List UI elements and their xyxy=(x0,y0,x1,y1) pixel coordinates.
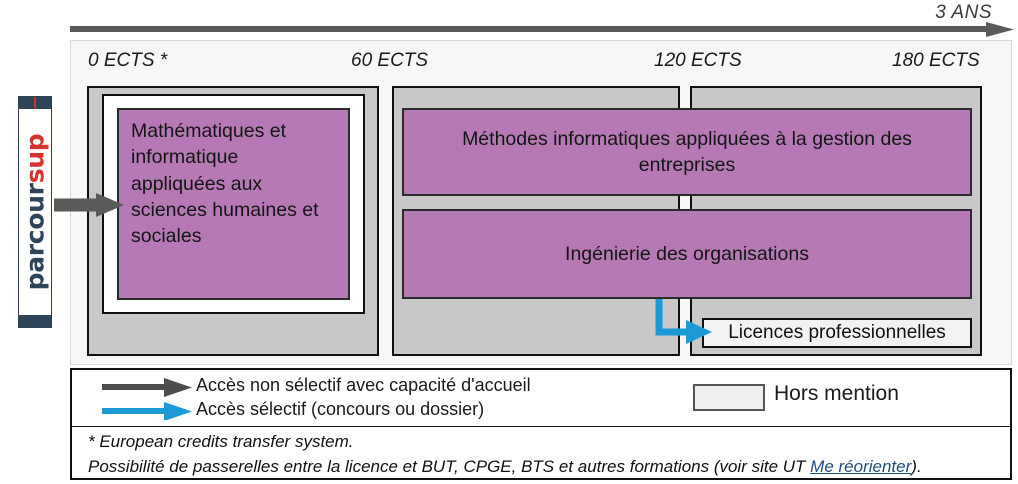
ects-scale: 0 ECTS * 60 ECTS 120 ECTS 180 ECTS xyxy=(70,50,1012,80)
parcoursup-tick-top xyxy=(34,97,36,109)
legend-divider xyxy=(72,426,1010,427)
footnote-line-1: * European credits transfer system. xyxy=(88,432,354,451)
parcoursup-wordmark-part1: parcour xyxy=(20,183,50,291)
footnote: * European credits transfer system. Poss… xyxy=(88,430,922,479)
legend-label-non-selective: Accès non sélectif avec capacité d'accue… xyxy=(196,375,531,395)
parcoursup-wordmark-part2: sup xyxy=(20,133,50,184)
parcoursup-band-bottom xyxy=(19,315,51,327)
footnote-line-2-after: ). xyxy=(911,456,922,476)
program-box-year1[interactable]: Mathématiques et informatique appliquées… xyxy=(117,108,350,300)
timeline-arrow-icon xyxy=(70,22,1014,37)
legend-label-hors-mention: Hors mention xyxy=(774,382,899,405)
ects-mark-120: 120 ECTS xyxy=(654,50,742,71)
program-box-ingenierie[interactable]: Ingénierie des organisations xyxy=(402,209,972,299)
ects-mark-0: 0 ECTS * xyxy=(88,50,168,71)
footnote-line-2-before: Possibilité de passerelles entre la lice… xyxy=(88,456,811,476)
timeline-duration-label: 3 ANS xyxy=(935,2,992,23)
footnote-line-2: Possibilité de passerelles entre la lice… xyxy=(88,455,922,480)
program-box-miage[interactable]: Méthodes informatiques appliquées à la g… xyxy=(402,108,972,196)
program-box-licence-pro[interactable]: Licences professionnelles xyxy=(702,318,972,348)
legend-panel: Accès non sélectif avec capacité d'accue… xyxy=(70,368,1012,480)
legend-swatch-hors-mention xyxy=(693,384,765,411)
legend-label-selective: Accès sélectif (concours ou dossier) xyxy=(196,399,485,419)
ects-mark-60: 60 ECTS xyxy=(351,50,429,71)
parcoursup-logo[interactable]: parcoursup xyxy=(18,96,52,328)
ects-mark-180: 180 ECTS xyxy=(892,50,980,71)
legend-gray-arrow-icon xyxy=(102,378,192,420)
parcoursup-wordmark: parcoursup xyxy=(21,134,50,291)
footnote-link-me-reorienter[interactable]: Me réorienter xyxy=(810,456,912,476)
